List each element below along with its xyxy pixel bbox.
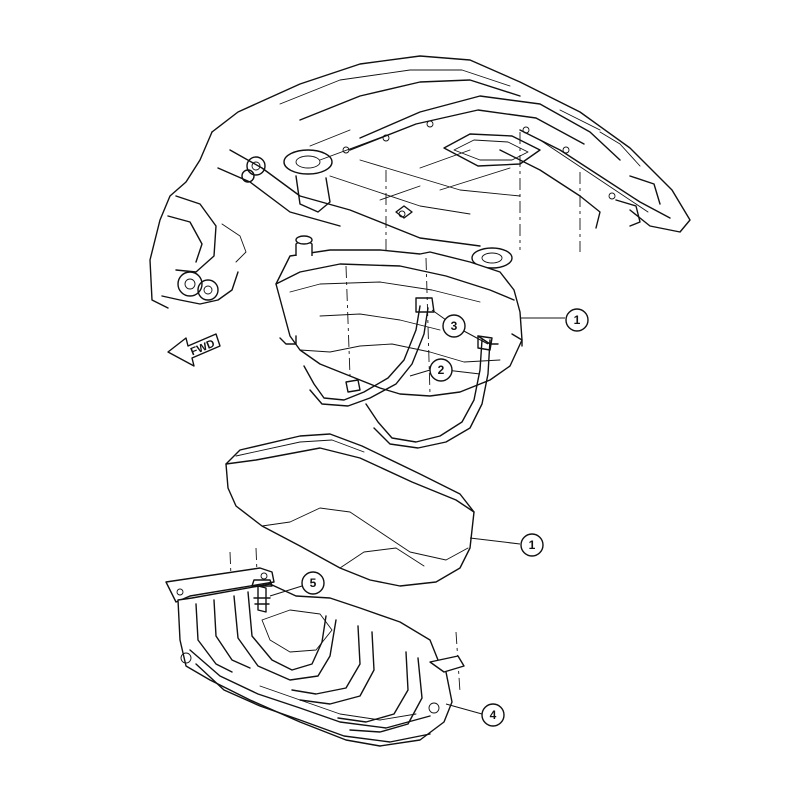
callout-label: 1 [529, 538, 536, 552]
fuel-tank-exploded [225, 433, 475, 587]
tank-straps [303, 297, 493, 449]
callout-label: 2 [438, 363, 445, 377]
fuel-tank-installed [275, 235, 523, 397]
callout-label: 5 [310, 576, 317, 590]
callout-strap-bolt: 3 [442, 314, 466, 338]
callout-tank-strap: 2 [429, 358, 453, 382]
skid-plate-bolt [251, 579, 273, 613]
callout-label: 1 [574, 313, 581, 327]
skid-plate [165, 567, 465, 747]
fwd-label: FWD [189, 338, 217, 359]
callout-skid-plate-bolt: 5 [301, 571, 325, 595]
vehicle-frame-underbody [149, 55, 691, 309]
callout-label: 3 [451, 319, 458, 333]
fwd-direction-arrow: FWD [167, 333, 221, 367]
callout-skid-plate: 4 [481, 703, 505, 727]
callout-label: 4 [490, 708, 497, 722]
callout-fuel-tank-lower: 1 [520, 533, 544, 557]
callouts: 1 1 2 3 4 5 [269, 308, 589, 727]
callout-fuel-tank-upper: 1 [565, 308, 589, 332]
